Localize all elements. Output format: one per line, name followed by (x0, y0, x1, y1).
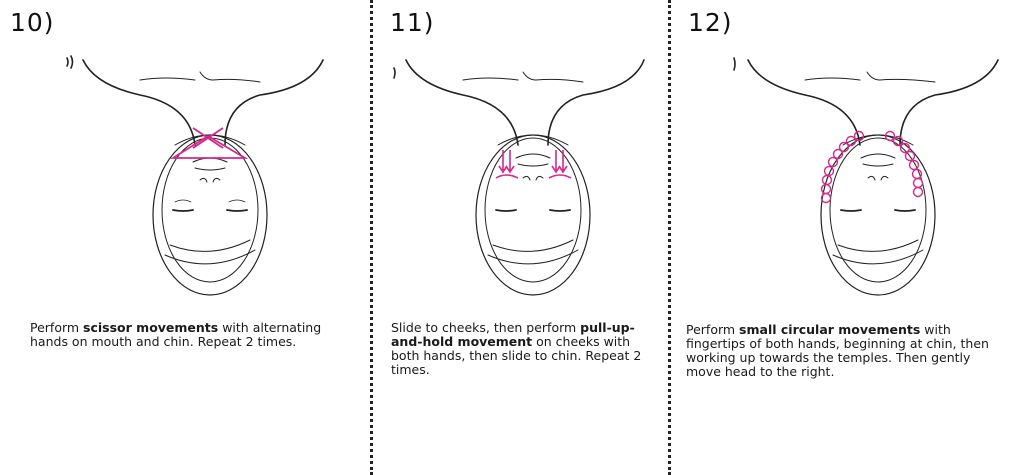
circular-spirals-icon (820, 130, 924, 204)
step-description: Slide to cheeks, then perform pull-up-an… (391, 320, 642, 377)
downward-arrows-icon (495, 150, 572, 179)
step-panel-12: 12) (670, 0, 1024, 475)
step-number: 10) (10, 8, 55, 37)
face-illustration (393, 59, 645, 296)
step-panel-11: 11) Slide to cheeks, (372, 0, 670, 475)
step-panel-10: 10) Perform scissor movements with alter… (0, 0, 372, 475)
dotted-divider (668, 0, 671, 475)
dotted-divider (370, 0, 373, 475)
step-description: Perform small circular movements with fi… (686, 322, 989, 379)
face-illustration (733, 57, 999, 296)
face-illustration (66, 55, 324, 296)
step-number: 12) (688, 8, 733, 37)
step-number: 11) (390, 8, 435, 37)
step-description: Perform scissor movements with alternati… (30, 320, 322, 349)
scissor-x-marks-icon (169, 127, 249, 159)
